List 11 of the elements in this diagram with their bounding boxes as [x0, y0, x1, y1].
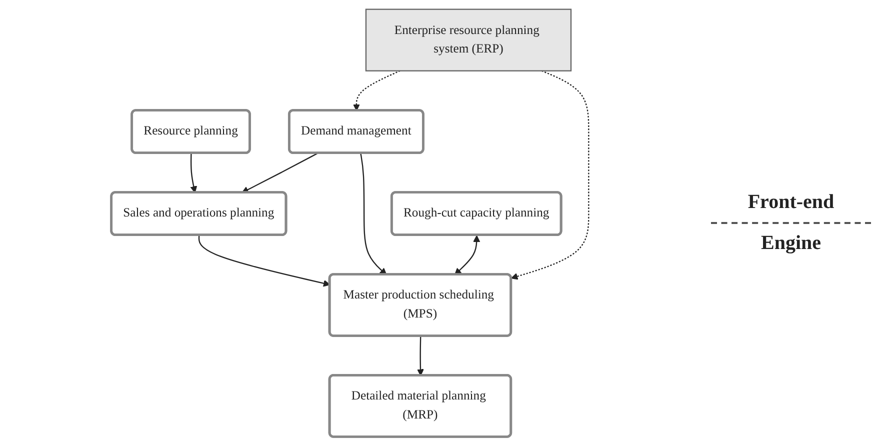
arrow — [510, 70, 590, 280]
arrow — [352, 70, 400, 111]
arrow — [198, 235, 330, 287]
section-label: Front-end — [748, 191, 834, 214]
arrow — [454, 235, 480, 275]
arrow — [360, 153, 387, 275]
arrow — [190, 153, 198, 193]
node-box: Enterprise resource planning system (ERP) — [365, 8, 572, 72]
arrow — [417, 336, 424, 376]
arrow — [242, 152, 318, 193]
section-label: Engine — [760, 232, 822, 255]
